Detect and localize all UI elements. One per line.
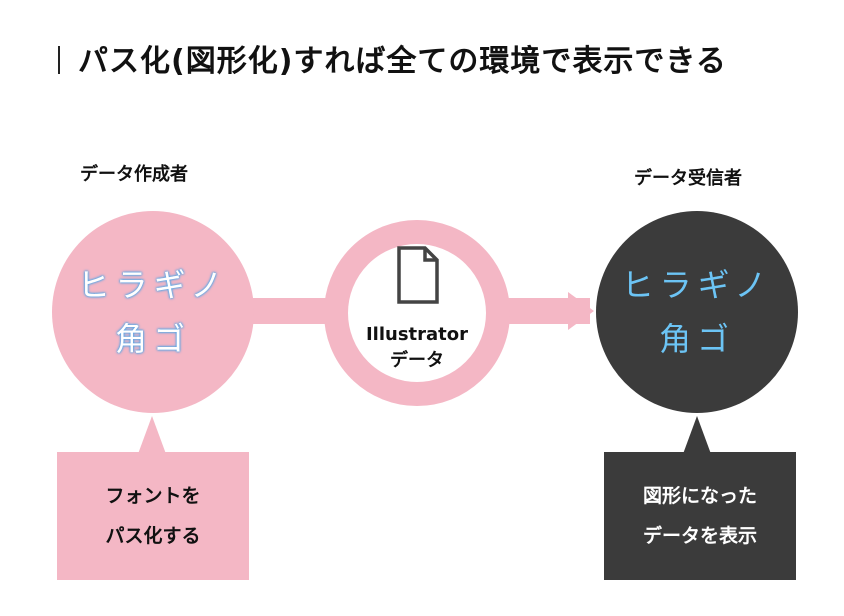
creator-font-line1: ヒラギノ: [77, 266, 229, 304]
creator-note-line1: フォントを: [105, 485, 201, 507]
document-icon: [396, 245, 440, 309]
creator-note-line2: パス化する: [105, 525, 201, 547]
creator-font-sample: ヒラギノ 角ゴ: [52, 258, 254, 366]
receiver-callout-pointer: [683, 416, 711, 454]
creator-label: データ作成者: [80, 164, 188, 185]
creator-font-line2: 角ゴ: [114, 320, 191, 358]
receiver-circle: [596, 211, 798, 413]
creator-callout-pointer: [138, 416, 166, 454]
creator-note-box: フォントを パス化する: [57, 452, 249, 580]
receiver-note-line1: 図形になった: [642, 485, 757, 507]
title-accent-bar: [58, 46, 60, 74]
file-label-line2: データ: [390, 350, 444, 371]
file-label-line1: Illustrator: [365, 324, 469, 345]
receiver-font-line1: ヒラギノ: [621, 266, 773, 304]
page-title: パス化(図形化)すれば全ての環境で表示できる: [78, 44, 727, 79]
receiver-note-line2: データを表示: [642, 525, 757, 547]
receiver-label: データ受信者: [634, 168, 742, 189]
receiver-note-box: 図形になった データを表示: [604, 452, 796, 580]
file-label: Illustrator データ: [324, 322, 510, 374]
receiver-font-line2: 角ゴ: [658, 320, 735, 358]
receiver-font-sample: ヒラギノ 角ゴ: [596, 258, 798, 366]
arrow-head: [568, 292, 594, 330]
creator-circle: [52, 211, 254, 413]
